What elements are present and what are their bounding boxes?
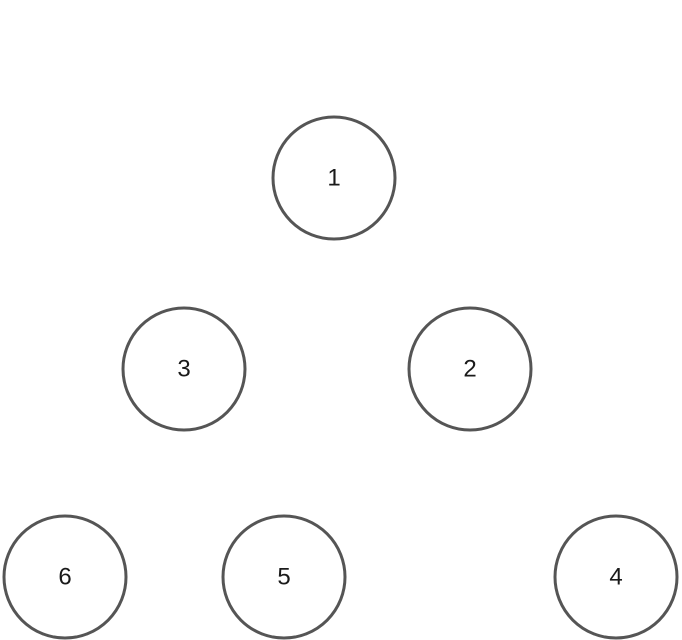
tree-node-4: 4 <box>553 514 679 640</box>
node-3-label: 3 <box>177 356 190 383</box>
tree-node-1: 1 <box>271 115 397 241</box>
node-5-label: 5 <box>277 564 290 591</box>
node-5-circle <box>221 514 347 640</box>
tree-node-6: 6 <box>2 514 128 640</box>
tree-node-5: 5 <box>221 514 347 640</box>
node-6-label: 6 <box>58 564 71 591</box>
node-4-label: 4 <box>609 564 622 591</box>
tree-node-3: 3 <box>121 306 247 432</box>
node-1-label: 1 <box>327 165 340 192</box>
node-4-circle <box>553 514 679 640</box>
node-2-label: 2 <box>463 356 476 383</box>
node-6-circle <box>2 514 128 640</box>
node-1-circle <box>271 115 397 241</box>
node-3-circle <box>121 306 247 432</box>
tree-node-2: 2 <box>407 306 533 432</box>
node-2-circle <box>407 306 533 432</box>
